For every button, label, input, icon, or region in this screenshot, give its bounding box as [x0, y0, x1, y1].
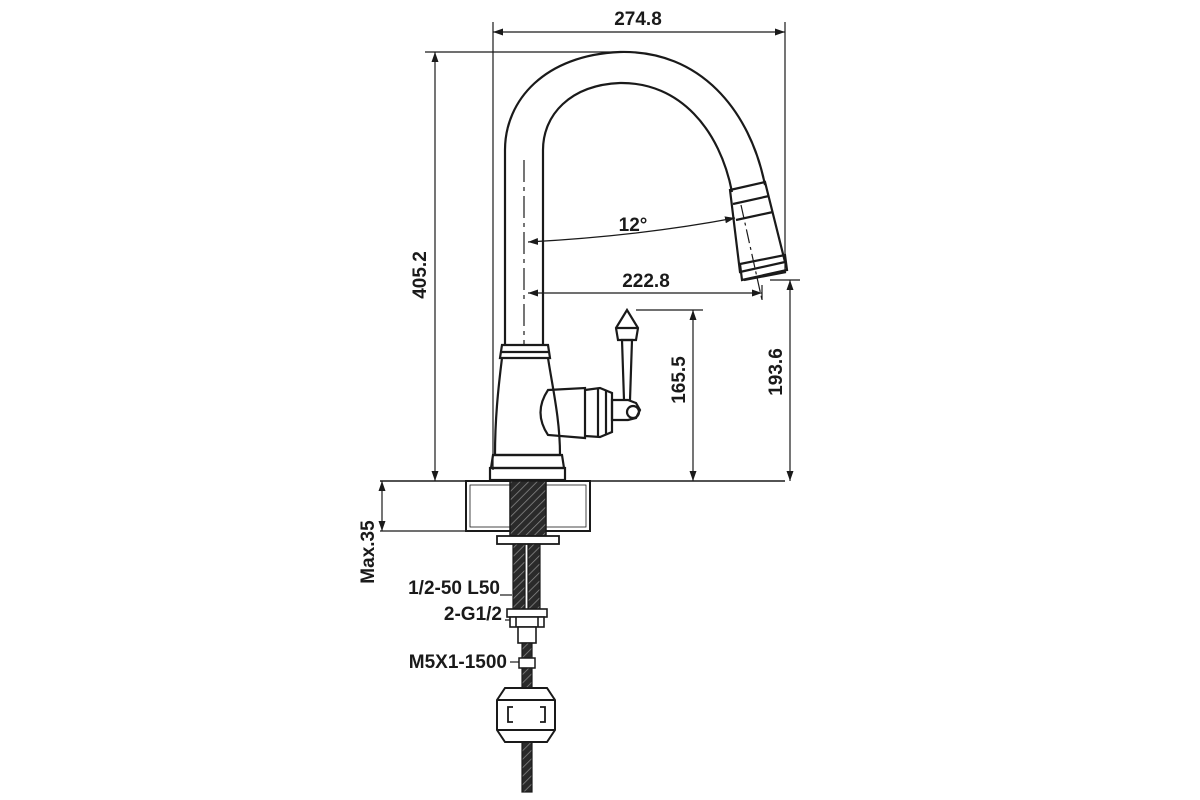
pullout-hose-callout: M5X1-1500: [409, 652, 507, 673]
max-deck-thickness-label: Max.35: [358, 520, 379, 584]
mounting-shank: [509, 480, 547, 537]
spray-centerline: [740, 204, 763, 301]
spout-reach-label: 222.8: [622, 271, 670, 292]
supply-hose-callout: 1/2-50 L50: [408, 578, 500, 599]
handle-height-label: 165.5: [669, 356, 690, 404]
body-base-ring: [489, 453, 566, 470]
spout-outer-curve: [503, 50, 767, 345]
dimension-lines: [378, 22, 800, 663]
mounting-nut: [496, 535, 560, 545]
spout-inner-curve: [541, 81, 734, 345]
overall-height-label: 405.2: [410, 251, 431, 299]
supply-hoses: [512, 543, 541, 611]
deck-plate: [380, 480, 785, 532]
spray-head: [728, 180, 787, 274]
spray-angle-label: 12°: [619, 215, 648, 236]
connection-thread-callout: 2-G1/2: [444, 604, 502, 625]
g12-connectors: [506, 608, 548, 644]
faucet-outline: [488, 50, 789, 482]
spout-outlet-height-label: 193.6: [766, 348, 787, 396]
body-top-collar: [498, 343, 552, 360]
lever-housing: [539, 386, 587, 440]
faucet-body: [493, 357, 562, 457]
hose-weight: [496, 687, 556, 743]
overall-width-label: 274.8: [614, 9, 662, 30]
